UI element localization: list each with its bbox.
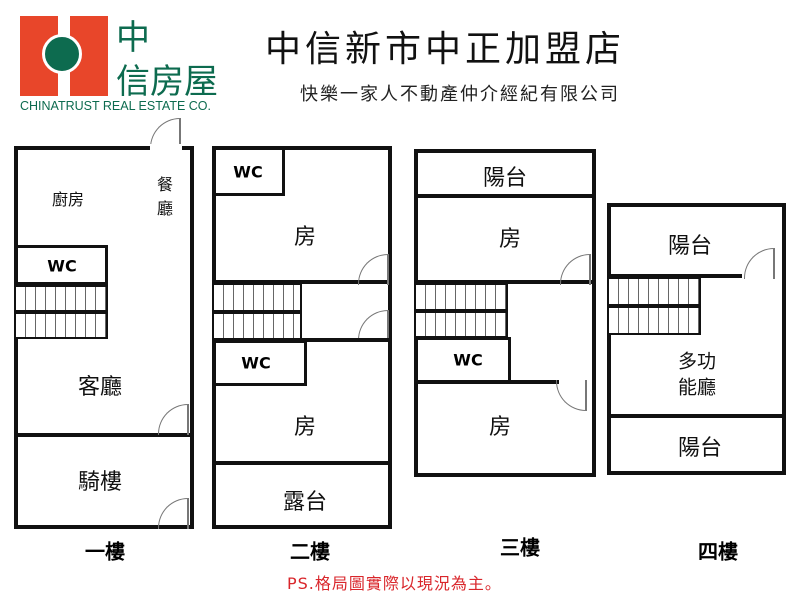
stairs [414, 283, 508, 338]
room-bedroom: 房 [488, 415, 512, 440]
room-wc: WC [453, 350, 483, 370]
logo-cn-top: 中 [116, 18, 150, 58]
floor-2-label: 二樓 [290, 539, 330, 564]
logo: 中 信房屋 CHINATRUST REAL ESTATE CO. [20, 16, 235, 116]
room-multipurpose-line2: 能廳 [677, 376, 717, 399]
logo-cn-bottom: 信房屋 [116, 62, 218, 102]
room-wc: WC [47, 256, 77, 276]
room-wc: WC [241, 353, 271, 373]
logo-en: CHINATRUST REAL ESTATE CO. [20, 99, 211, 113]
floor-3-label: 三樓 [500, 535, 540, 560]
room-balcony: 陽台 [677, 436, 723, 461]
room-arcade: 騎樓 [77, 470, 123, 495]
stairs [212, 283, 302, 340]
room-balcony: 陽台 [667, 234, 713, 259]
logo-mark [20, 16, 108, 96]
room-wc: WC [233, 162, 263, 182]
floor-1-label: 一樓 [85, 539, 125, 564]
room-kitchen: 廚房 [51, 190, 85, 209]
footer-note: PS.格局圖實際以現況為主。 [287, 574, 502, 593]
room-bedroom: 房 [498, 227, 522, 252]
room-bedroom: 房 [293, 225, 317, 250]
stairs [607, 277, 701, 335]
floor-4-label: 四樓 [698, 539, 738, 564]
page-subtitle: 快樂一家人不動產仲介經紀有限公司 [300, 84, 620, 105]
globe-icon [42, 34, 82, 74]
page-title: 中信新市中正加盟店 [265, 29, 626, 70]
room-living: 客廳 [77, 375, 123, 400]
room-balcony: 陽台 [482, 166, 528, 191]
stairs [14, 285, 108, 339]
room-multipurpose-line1: 多功 [677, 350, 717, 373]
room-terrace: 露台 [282, 490, 328, 515]
room-dining: 餐廳 [154, 176, 173, 224]
room-bedroom: 房 [293, 415, 317, 440]
